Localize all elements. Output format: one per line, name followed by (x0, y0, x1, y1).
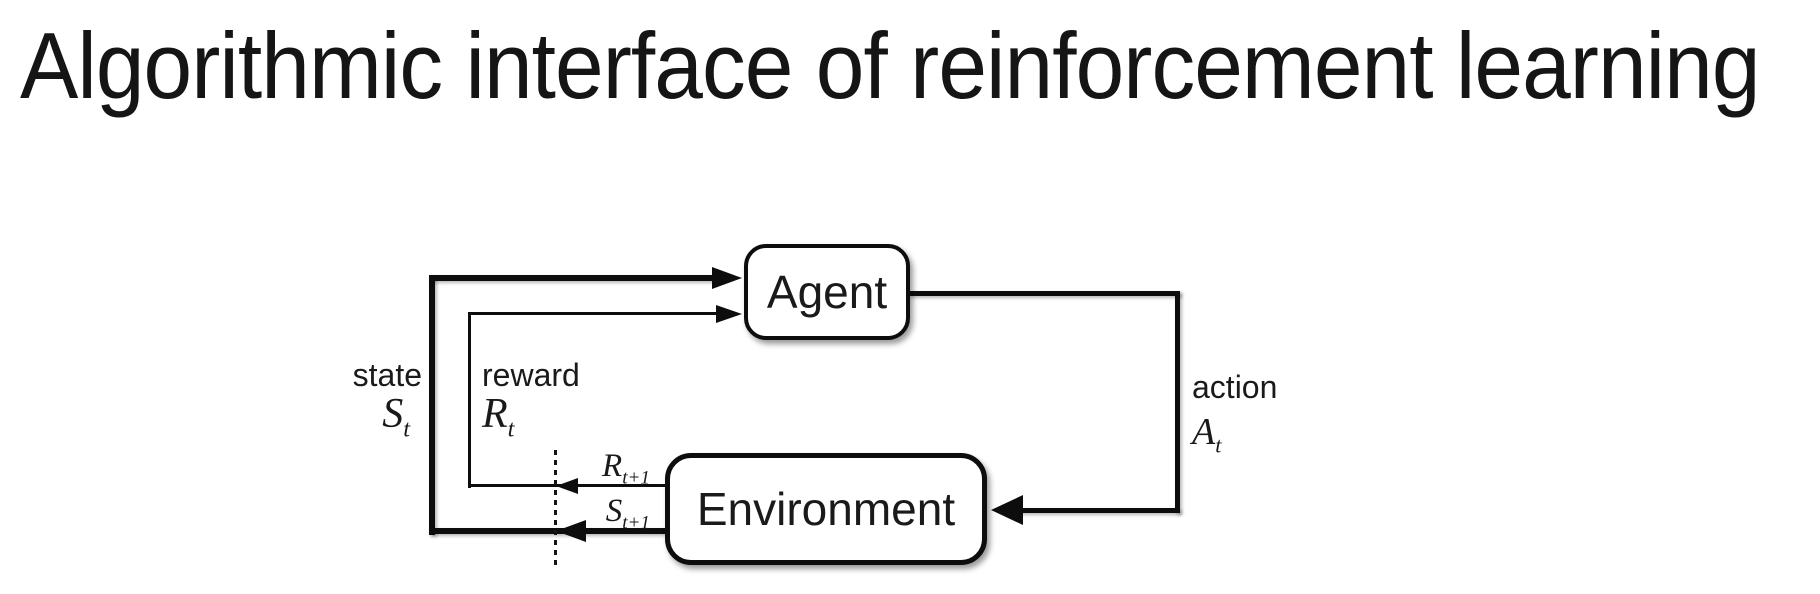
state-into-agent-arrowhead-icon (712, 267, 742, 289)
action-into-environment-arrowhead-icon (991, 495, 1023, 525)
time-step-boundary-dashed-line (554, 450, 557, 570)
agent-node: Agent (744, 244, 910, 340)
next-reward-symbol: Rt+1 (602, 448, 650, 489)
action-symbol: At (1192, 411, 1222, 458)
slide-title: Algorithmic interface of reinforcement l… (20, 13, 1760, 118)
next-reward-arrowhead-icon (556, 478, 578, 494)
state-edge-label: state (352, 357, 422, 393)
agent-label: Agent (766, 266, 888, 318)
action-loop-bottom-line (1018, 508, 1180, 513)
next-state-arrowhead-icon (556, 520, 586, 542)
state-symbol: St (382, 391, 410, 443)
action-edge-label: action (1192, 369, 1278, 405)
action-loop-top-line (908, 291, 1180, 296)
state-loop-top-line (429, 275, 713, 281)
state-loop-vertical-line (429, 275, 435, 535)
reward-loop-top-line (468, 312, 718, 315)
next-state-line (429, 528, 667, 534)
action-loop-vertical-line (1175, 291, 1180, 513)
reward-into-agent-arrowhead-icon (716, 305, 742, 323)
environment-node: Environment (665, 453, 987, 565)
reward-edge-label: reward (482, 357, 580, 393)
reward-loop-vertical-line (468, 312, 471, 488)
environment-label: Environment (696, 483, 956, 535)
next-state-symbol: St+1 (605, 493, 650, 534)
reward-symbol: Rt (482, 391, 515, 443)
